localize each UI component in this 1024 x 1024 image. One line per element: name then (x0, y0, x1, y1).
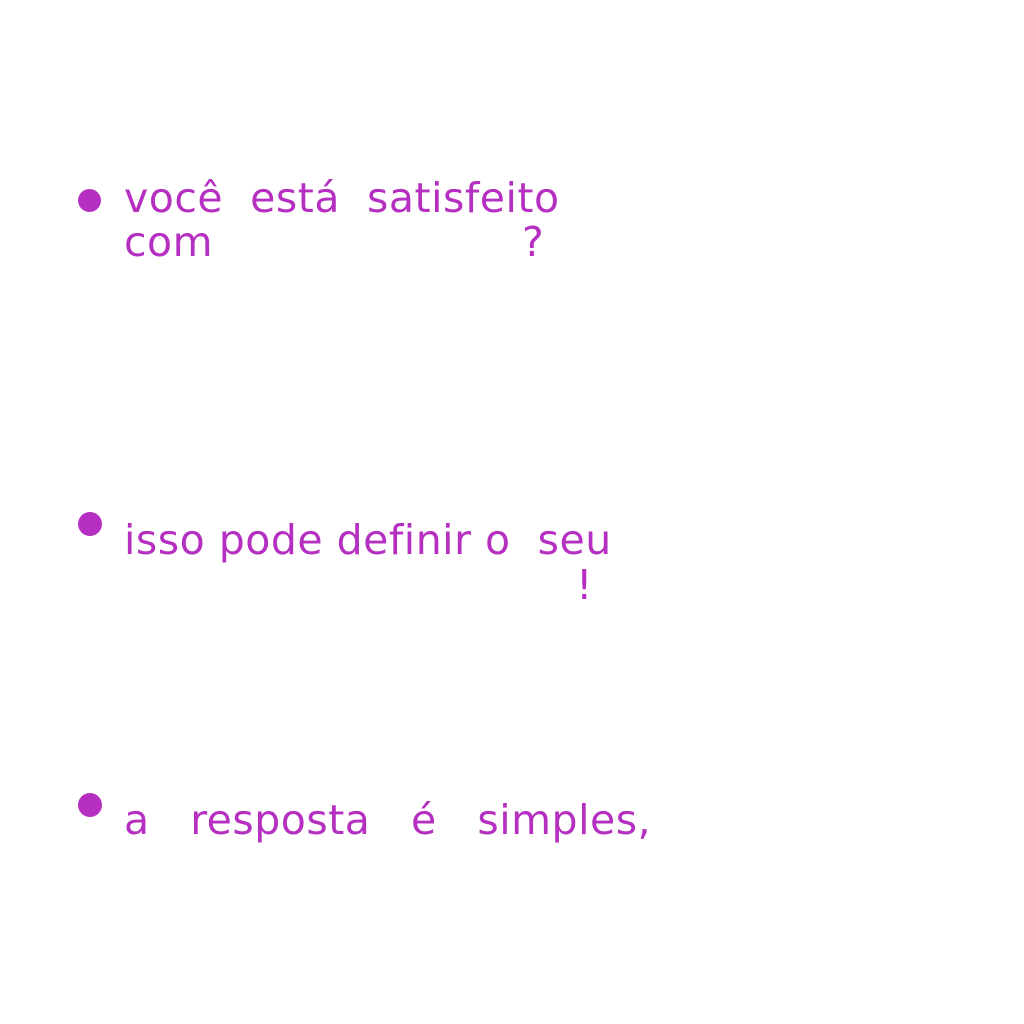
bullet-dot-icon (78, 793, 102, 817)
item-3-line-1: a resposta é simples, (124, 796, 652, 844)
item-1-question-mark: ? (522, 218, 545, 266)
bullet-dot-icon (78, 189, 101, 212)
bullet-dot-icon (78, 512, 102, 536)
item-2-exclamation-mark: ! (576, 561, 593, 609)
item-1-line-2-word: com (124, 218, 214, 266)
item-2-line-1: isso pode definir o seu (124, 516, 612, 564)
item-1-line-1: você está satisfeito (124, 174, 560, 222)
